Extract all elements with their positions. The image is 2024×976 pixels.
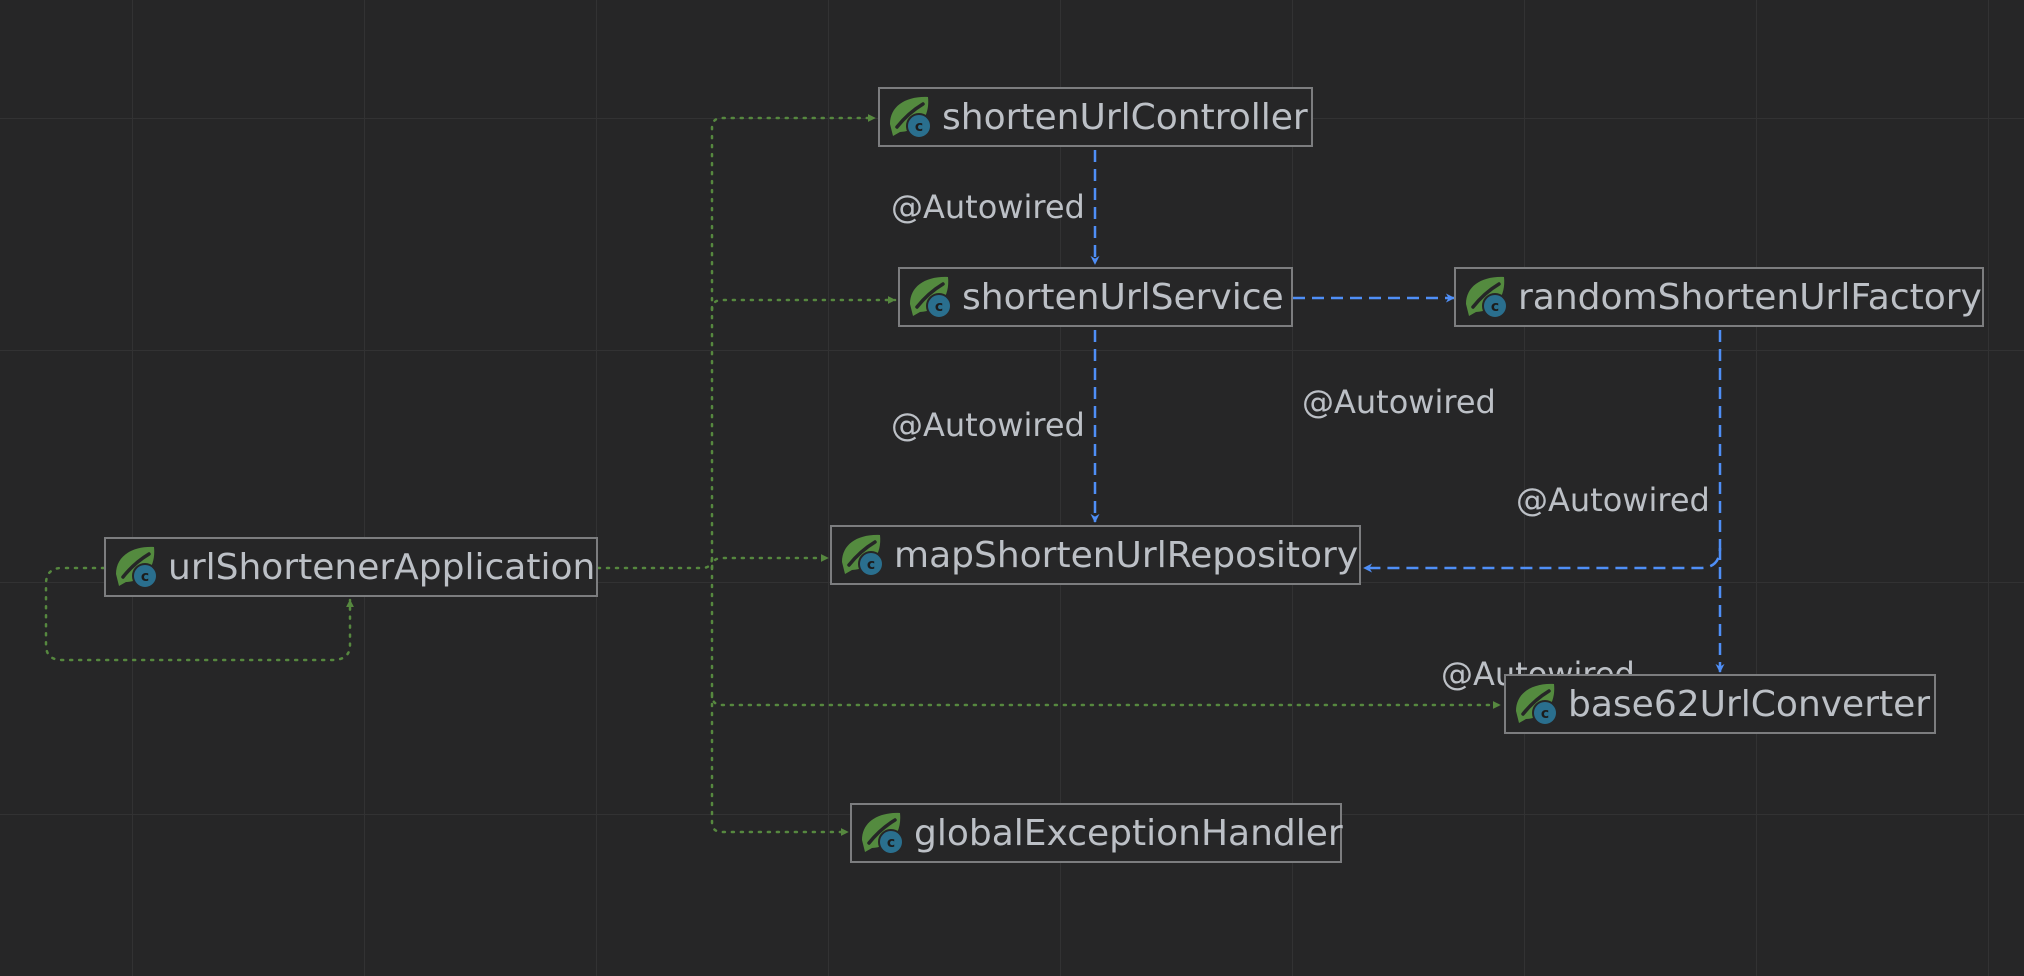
spring-bean-class-icon: c — [1466, 276, 1508, 319]
svg-text:c: c — [867, 557, 875, 573]
edge-app-self-loop — [44, 566, 354, 662]
node-label: urlShortenerApplication — [168, 546, 596, 588]
node-label: globalExceptionHandler — [914, 812, 1343, 854]
node-label: base62UrlConverter — [1568, 683, 1931, 725]
node-shorten-url-service[interactable]: c shortenUrlService — [898, 267, 1293, 327]
autowired-label-service-repository: @Autowired — [891, 406, 1085, 444]
svg-text:c: c — [1541, 706, 1549, 722]
edge-app-to-service — [710, 296, 897, 312]
svg-text:c: c — [915, 119, 923, 135]
spring-bean-class-icon: c — [910, 276, 952, 319]
svg-text:c: c — [1491, 299, 1499, 315]
node-url-shortener-application[interactable]: c urlShortenerApplication — [104, 537, 598, 597]
node-label: randomShortenUrlFactory — [1518, 276, 1982, 318]
svg-text:c: c — [141, 569, 149, 585]
edge-app-to-controller — [596, 114, 877, 570]
spring-bean-class-icon: c — [862, 812, 904, 855]
svg-text:c: c — [887, 835, 895, 851]
autowired-label-factory-repository: @Autowired — [1516, 481, 1710, 519]
spring-bean-class-icon: c — [890, 96, 932, 139]
node-map-shorten-url-repository[interactable]: c mapShortenUrlRepository — [830, 525, 1361, 585]
spring-bean-class-icon: c — [842, 534, 884, 577]
node-label: shortenUrlController — [942, 96, 1308, 138]
autowired-label-service-factory: @Autowired — [1302, 383, 1496, 421]
node-label: mapShortenUrlRepository — [894, 534, 1359, 576]
autowired-label-controller-service: @Autowired — [891, 188, 1085, 226]
spring-bean-class-icon: c — [116, 546, 158, 589]
edge-app-to-exception-handler — [710, 693, 850, 836]
node-base62-url-converter[interactable]: c base62UrlConverter — [1504, 674, 1936, 734]
node-shorten-url-controller[interactable]: c shortenUrlController — [878, 87, 1313, 147]
svg-text:c: c — [935, 299, 943, 315]
spring-bean-class-icon: c — [1516, 683, 1558, 726]
node-global-exception-handler[interactable]: c globalExceptionHandler — [850, 803, 1343, 863]
node-label: shortenUrlService — [962, 276, 1284, 318]
node-random-shorten-url-factory[interactable]: c randomShortenUrlFactory — [1454, 267, 1984, 327]
